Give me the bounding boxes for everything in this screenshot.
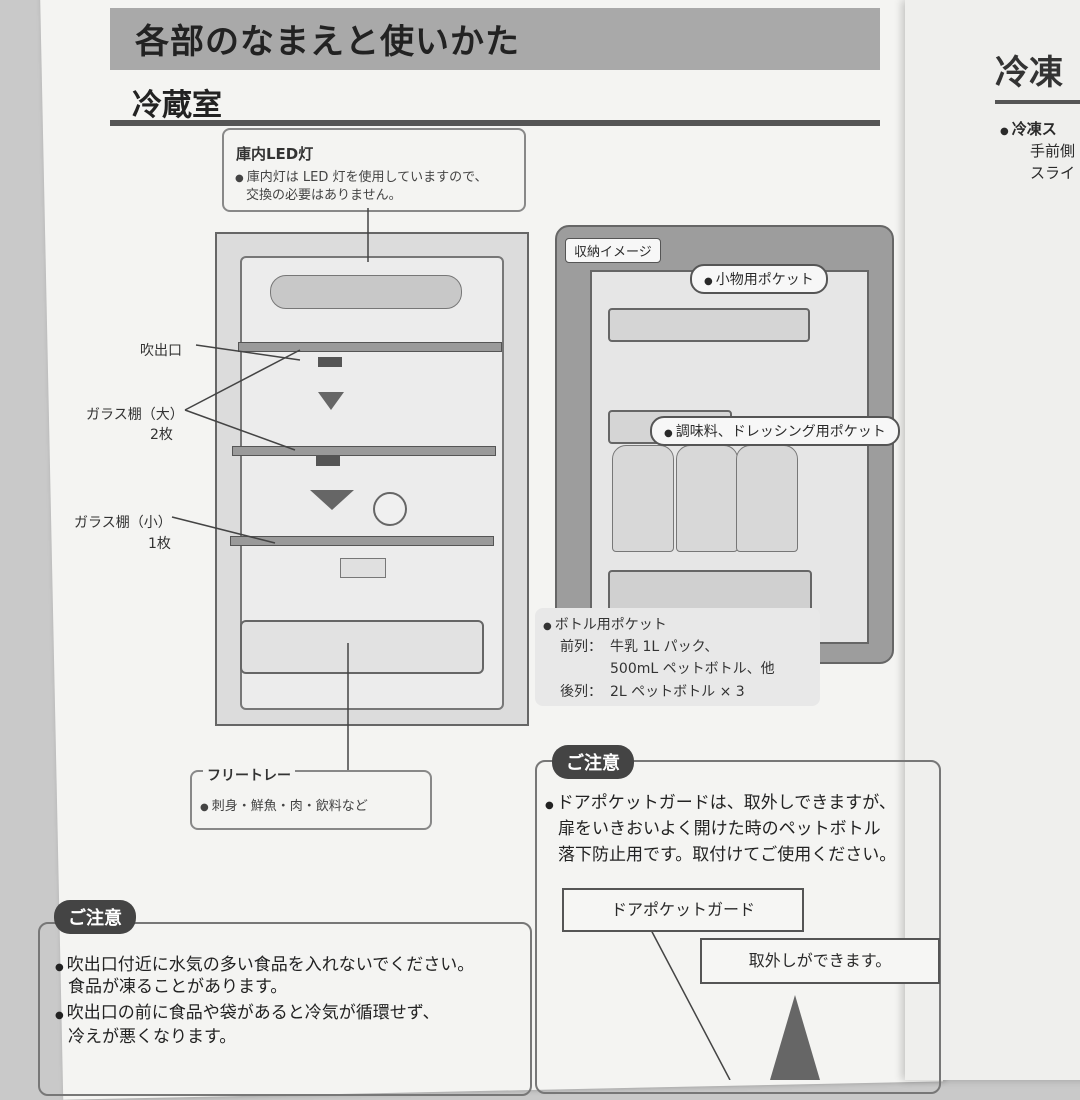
outlet-label: 吹出口 — [140, 343, 182, 359]
seasoning-pocket-label-text: 調味料、ドレッシング用ポケット — [675, 424, 886, 440]
shelf-large-label: ガラス棚（大） — [86, 407, 184, 423]
title-band — [110, 8, 880, 70]
bottle-1 — [612, 445, 674, 552]
right-page-text-1: 手前側 — [1030, 142, 1076, 160]
front-row-label: 前列： — [560, 639, 602, 655]
page-title: 各部のなまえと使いかた — [135, 22, 520, 62]
right-page-underline — [995, 100, 1080, 104]
front-row-text-2: 500mL ペットボトル、他 — [610, 661, 775, 677]
section-underline — [110, 98, 880, 126]
bottle-pocket-heading: ボトル用ポケット — [543, 614, 667, 634]
section-title: 冷蔵室 — [132, 88, 222, 123]
caution-left-line-3: 吹出口の前に食品や袋があると冷気が循環せず、 — [55, 1000, 440, 1029]
fan-vent — [270, 275, 462, 309]
led-text-1: 庫内灯は LED 灯を使用していますので、 — [235, 166, 488, 185]
back-row-label: 後列： — [560, 684, 602, 700]
caution-right-line-2: 扉をいきおいよく開けた時のペットボトル — [558, 819, 881, 839]
small-pocket-label-text: 小物用ポケット — [715, 272, 814, 288]
free-tray-text: 刺身・鮮魚・肉・飲料など — [200, 795, 368, 814]
led-text-2: 交換の必要はありません。 — [246, 188, 402, 203]
glass-shelf-large-2 — [232, 446, 496, 456]
seasoning-pocket-label: 調味料、ドレッシング用ポケット — [650, 416, 900, 446]
control-panel — [340, 558, 386, 578]
led-heading: 庫内LED灯 — [236, 145, 314, 163]
storage-heading: 収納イメージ — [565, 238, 661, 263]
caution-right-line-1: ドアポケットガードは、取外しできますが、 — [545, 790, 896, 819]
caution-right-heading: ご注意 — [552, 745, 634, 779]
bottle-2 — [676, 445, 738, 552]
small-pocket-label: 小物用ポケット — [690, 264, 828, 294]
caution-left-line-1: 吹出口付近に水気の多い食品を入れないでください。 — [55, 952, 475, 981]
caution-left-heading: ご注意 — [54, 900, 136, 934]
bottle-3 — [736, 445, 798, 552]
outlet-1 — [318, 357, 342, 367]
back-row-text: 2L ペットボトル × 3 — [610, 684, 745, 700]
caution-left-line-4: 冷えが悪くなります。 — [68, 1027, 237, 1047]
right-page-text-2: スライ — [1030, 164, 1076, 182]
free-tray-heading: フリートレー — [203, 765, 295, 785]
door-pocket-guard-label: ドアポケットガード — [562, 888, 804, 932]
right-page-bullet: 冷凍ス — [1000, 118, 1057, 139]
glass-shelf-large-1 — [238, 342, 502, 352]
shelf-small-count: 1枚 — [148, 536, 171, 552]
shelf-large-count: 2枚 — [150, 427, 173, 443]
small-items-pocket — [608, 308, 810, 342]
right-page-title: 冷凍 — [995, 53, 1063, 93]
glass-shelf-small — [230, 536, 494, 546]
right-page — [905, 0, 1080, 1080]
shelf-small-label: ガラス棚（小） — [74, 515, 172, 531]
caution-left-line-2: 食品が凍ることがあります。 — [68, 977, 288, 997]
bottle-pocket — [608, 570, 812, 612]
caution-right-line-3: 落下防止用です。取付けてご使用ください。 — [558, 845, 897, 865]
front-row-text-1: 牛乳 1L パック、 — [610, 639, 719, 655]
removable-label: 取外しができます。 — [700, 938, 940, 984]
free-tray — [240, 620, 484, 674]
outlet-2 — [316, 456, 340, 466]
temperature-dial — [373, 492, 407, 526]
